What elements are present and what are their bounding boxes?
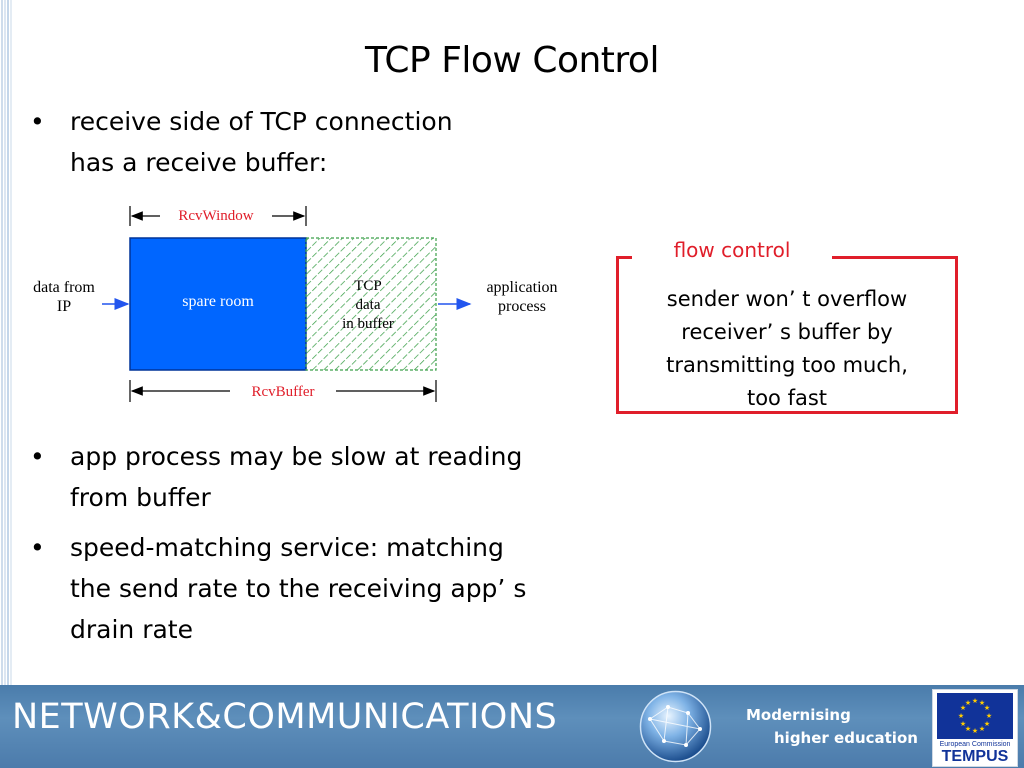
left-decoration-lines <box>1 0 12 685</box>
svg-text:★: ★ <box>972 697 978 705</box>
rcvwindow-label: RcvWindow <box>178 208 253 224</box>
svg-text:★: ★ <box>972 727 978 735</box>
bullet-dot: • <box>30 107 45 136</box>
flow-control-label: flow control <box>673 238 791 262</box>
eu-tempus-logo: ★★★ ★★★ ★★★ ★★★ European Commission TEMP… <box>932 689 1018 767</box>
bullet-text: app process may be slow at reading from … <box>70 442 523 512</box>
bullet-dot: • <box>30 533 45 562</box>
flow-control-label-gap <box>632 250 832 262</box>
application-process-line2: process <box>498 298 546 315</box>
tempus-text: TEMPUS <box>941 748 1009 765</box>
bullet-app-process: • app process may be slow at reading fro… <box>30 436 590 520</box>
tcp-data-line2: data <box>356 297 381 313</box>
spare-room-label: spare room <box>182 293 254 310</box>
footer-banner: NETWORK&COMMUNICATIONS Modernising highe… <box>0 685 1024 768</box>
eu-commission-text: European Commission <box>939 741 1011 748</box>
svg-text:★: ★ <box>965 699 971 707</box>
rcvbuffer-label: RcvBuffer <box>251 384 314 400</box>
flow-control-text: sender won’ t overflow receiver’ s buffe… <box>666 287 908 410</box>
tagline-line1: Modernising <box>746 706 851 724</box>
data-from-ip-line1: data from <box>33 279 95 296</box>
eu-flag-icon: ★★★ ★★★ ★★★ ★★★ <box>937 693 1013 739</box>
svg-text:★: ★ <box>984 720 990 728</box>
svg-text:★: ★ <box>979 699 985 707</box>
tagline-line2: higher education <box>774 729 918 747</box>
svg-text:★: ★ <box>965 725 971 733</box>
bullet-speed-matching: • speed-matching service: matching the s… <box>30 527 590 653</box>
receive-buffer-diagram: RcvWindow spare room TCP data in buffer … <box>33 206 558 402</box>
svg-text:★: ★ <box>986 712 992 720</box>
footer-brand-title: NETWORK&COMMUNICATIONS <box>12 697 558 737</box>
spare-room-block <box>129 237 307 371</box>
tcp-data-line1: TCP <box>354 278 382 294</box>
bullet-receive-buffer: • receive side of TCP connection has a r… <box>30 101 530 185</box>
globe-network-icon <box>639 690 712 763</box>
svg-text:★: ★ <box>960 704 966 712</box>
svg-text:★: ★ <box>979 725 985 733</box>
bullet-text: receive side of TCP connection has a rec… <box>70 107 453 177</box>
bullet-dot: • <box>30 442 45 471</box>
application-process-line1: application <box>486 279 557 296</box>
svg-text:★: ★ <box>960 720 966 728</box>
svg-text:★: ★ <box>958 712 964 720</box>
slide-title: TCP Flow Control <box>365 40 659 81</box>
bullet-text: speed-matching service: matching the sen… <box>70 533 527 644</box>
tcp-data-line3: in buffer <box>342 316 394 332</box>
tcp-data-block <box>305 237 437 371</box>
data-from-ip-line2: IP <box>57 298 71 315</box>
svg-text:★: ★ <box>984 704 990 712</box>
